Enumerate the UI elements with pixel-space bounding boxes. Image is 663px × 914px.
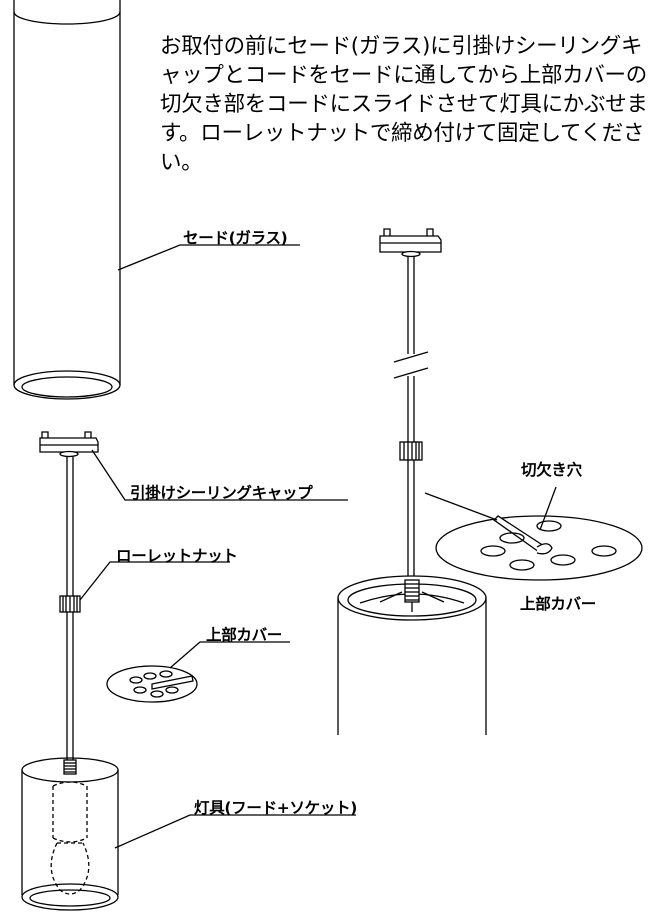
label-ceiling-cap: 引掛けシーリングキャップ: [130, 484, 313, 502]
label-top-cover-right: 上部カバー: [520, 595, 597, 613]
fixture-leader-line: [114, 814, 356, 849]
label-knurled-nut: ローレットナット: [116, 547, 238, 565]
cord-right: [393, 257, 429, 580]
label-top-cover-left: 上部カバー: [206, 626, 283, 644]
notch-hole-leader-line: [424, 492, 498, 521]
instruction-text: お取付の前にセード(ガラス)に引掛けシーリングキャップとコードをセードに通してか…: [160, 34, 648, 175]
knurled-nut-leader-line: [79, 561, 230, 601]
fixture-top-right: [337, 575, 487, 735]
fixture-hood: [21, 757, 119, 911]
cord-left: [59, 457, 81, 775]
label-shade: セード(ガラス): [183, 229, 288, 247]
ceiling-cap-leader-line: [91, 449, 348, 501]
shade-leader-line: [117, 244, 300, 271]
ceiling-cap-right: [379, 228, 442, 258]
top-cover-right: [435, 515, 643, 581]
top-cover-left-leader-line: [169, 641, 290, 669]
label-notch-hole: 切欠き穴: [521, 461, 582, 479]
top-cover-left: [106, 665, 198, 703]
ceiling-cap-left: [39, 431, 99, 458]
notch-hole-leader-line-2: [539, 486, 557, 531]
label-fixture: 灯具(フード+ソケット): [194, 799, 358, 817]
glass-shade: [13, 0, 121, 400]
